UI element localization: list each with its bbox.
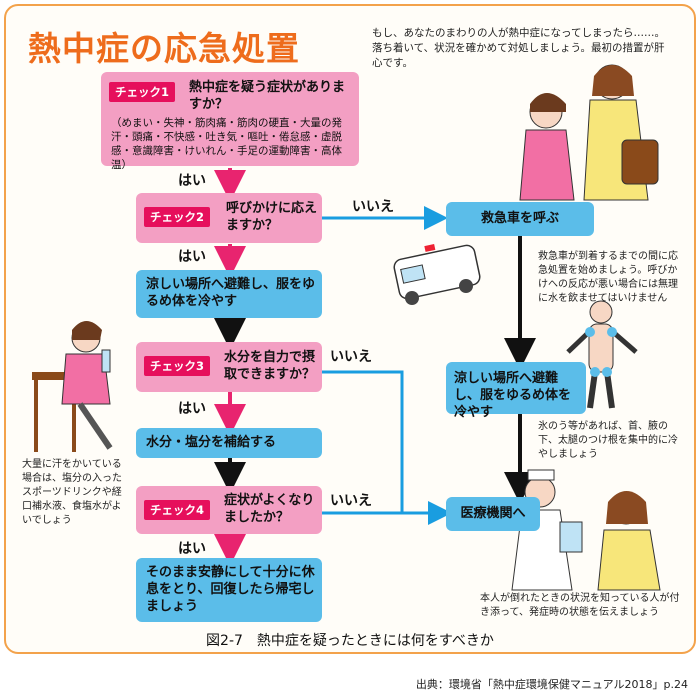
sweat-note: 大量に汗をかいている場合は、塩分の入ったスポーツドリンクや経口補水液、食塩水がよ… <box>22 459 122 526</box>
check4-tag: チェック4 <box>144 500 211 520</box>
check2-question: 呼びかけに応えますか？ <box>226 201 318 233</box>
no-label-1: いいえ <box>352 199 394 215</box>
cool-down-right-text: 涼しい場所へ避難し、服をゆるめ体を冷やす <box>454 371 572 420</box>
yes-label-3: はい <box>178 401 206 417</box>
check4-question: 症状がよくなりましたか？ <box>224 493 315 525</box>
hydrate-text: 水分・塩分を補給する <box>146 435 277 450</box>
cool-down-text: 涼しい場所へ避難し、服をゆるめ体を冷やす <box>146 277 316 309</box>
illustration-ambulance <box>393 243 481 305</box>
hospital-box: 医療機関へ <box>446 497 540 531</box>
hospital-text: 医療機関へ <box>460 506 526 521</box>
yes-label-4: はい <box>178 541 206 557</box>
check2-tag: チェック2 <box>144 207 211 227</box>
check3-tag: チェック3 <box>144 356 211 376</box>
source-credit: 出典：環境省「熱中症環境保健マニュアル2018」p.24 <box>415 678 688 691</box>
no-label-3: いいえ <box>330 493 372 509</box>
ambulance-text: 救急車を呼ぶ <box>480 211 559 226</box>
cool-down-box: 涼しい場所へ避難し、服をゆるめ体を冷やす <box>136 270 322 318</box>
arrow-check3-no <box>322 370 404 513</box>
yes-label-2: はい <box>178 249 206 265</box>
rest-text: そのまま安静にして十分に休息をとり、回復したら帰宅しましょう <box>146 565 315 614</box>
check3-question: 水分を自力で摂取できますか？ <box>224 350 316 382</box>
check2-box: チェック2 呼びかけに応えますか？ <box>136 193 322 243</box>
figure-caption: 図2-7 熱中症を疑ったときには何をすべきか <box>206 633 494 649</box>
rest-box: そのまま安静にして十分に休息をとり、回復したら帰宅しましょう <box>136 558 322 622</box>
hydrate-box: 水分・塩分を補給する <box>136 428 322 458</box>
check1-box: チェック1 熱中症を疑う症状がありますか？ （めまい・失神・筋肉痛・筋肉の硬直・… <box>101 72 359 171</box>
intro-text: もし、あなたのまわりの人が熱中症になってしまったら……。落ち着いて、状況を確かめ… <box>372 27 666 69</box>
illustration-girl-drinking <box>32 321 113 452</box>
hospital-note: 本人が倒れたときの状況を知っている人が付き添って、発症時の状態を伝えましょう <box>480 593 680 618</box>
illustration-cooling-body <box>566 300 638 409</box>
page-title: 熱中症の応急処置 <box>28 29 300 68</box>
check1-symptoms: （めまい・失神・筋肉痛・筋肉の硬直・大量の発汗・頭痛・不快感・吐き気・嘔吐・倦怠… <box>111 117 342 171</box>
illustration-women-helping <box>519 64 659 201</box>
check1-tag: チェック1 <box>109 82 176 102</box>
ambulance-note: 救急車が到着するまでの間に応急処置を始めましょう。呼びかけへの反応が悪い場合には… <box>538 251 678 304</box>
check4-box: チェック4 症状がよくなりましたか？ <box>136 486 322 534</box>
yes-label-1: はい <box>178 173 206 189</box>
no-label-2: いいえ <box>330 349 372 365</box>
check3-box: チェック3 水分を自力で摂取できますか？ <box>136 342 322 392</box>
check1-question: 熱中症を疑う症状がありますか？ <box>189 80 346 112</box>
illustration-nurse-and-doctor <box>511 469 661 591</box>
cool-down-right-box: 涼しい場所へ避難し、服をゆるめ体を冷やす <box>446 362 586 420</box>
cooling-note: 氷のう等があれば、首、腋の下、太腿のつけ根を集中的に冷やしましょう <box>538 421 678 460</box>
ambulance-box: 救急車を呼ぶ <box>446 202 594 236</box>
